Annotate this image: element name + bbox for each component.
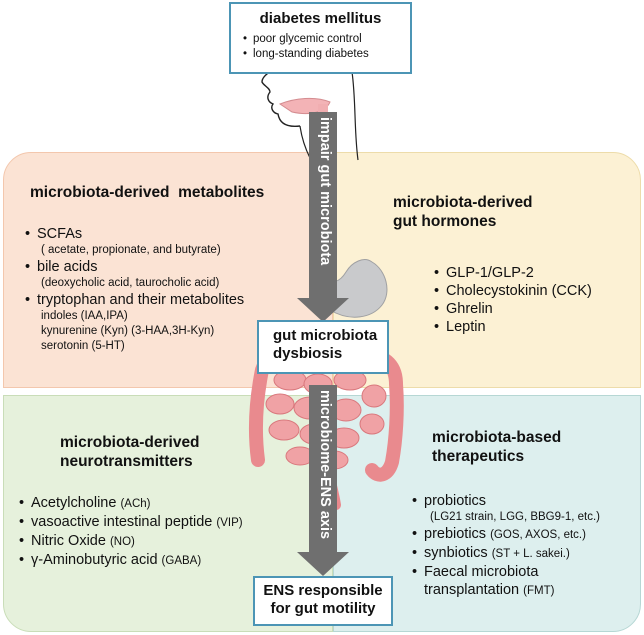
neck-line [299,125,311,159]
therapeutics-list: probiotics (LG21 strain, LGG, BBG9-1, et… [412,492,600,600]
hormones-title: microbiota-derived gut hormones [393,194,533,230]
arrow-upper-label: impair gut microbiota [317,117,333,266]
neurotransmitter-item: Acetylcholine (ACh) [19,494,243,513]
hormone-item: Leptin [434,318,592,336]
diabetes-item: long-standing diabetes [243,47,369,62]
metabolite-item: tryptophan and their metabolites indoles… [25,291,244,354]
dysbiosis-box: gut microbiota dysbiosis [257,320,389,374]
neurotransmitters-title: microbiota-derived neurotransmitters [60,434,200,470]
arrow-lower-head [297,552,349,576]
arrow-upper-shaft [309,112,337,300]
hormone-item: Cholecystokinin (CCK) [434,282,592,300]
metabolite-item: bile acids (deoxycholic acid, taurocholi… [25,258,244,291]
diabetes-box: diabetes mellitus poor glycemic control … [229,2,412,74]
ens-label: ENS responsible for gut motility [263,582,383,617]
arrow-lower-label: microbiome-ENS axis [317,390,333,540]
therapeutic-item: Faecal microbiota transplantation (FMT) [412,563,600,600]
metabolites-title: microbiota-derived metabolites [30,184,265,201]
hormones-list: GLP-1/GLP-2 Cholecystokinin (CCK) Ghreli… [434,264,592,336]
dysbiosis-label: gut microbiota dysbiosis [273,327,378,362]
metabolites-list: SCFAs ( acetate, propionate, and butyrat… [25,225,244,354]
neurotransmitters-list: Acetylcholine (ACh) vasoactive intestina… [19,494,243,570]
diabetes-list: poor glycemic control long-standing diab… [243,32,369,62]
therapeutic-item: prebiotics (GOS, AXOS, etc.) [412,525,600,544]
therapeutics-title: microbiota-based therapeutics [432,429,562,465]
therapeutic-item: synbiotics (ST + L. sakei.) [412,544,600,563]
hormone-item: Ghrelin [434,300,592,318]
back-neck-line [351,71,359,161]
neurotransmitter-item: Nitric Oxide (NO) [19,532,243,551]
therapeutic-item: probiotics (LG21 strain, LGG, BBG9-1, et… [412,492,600,525]
metabolite-item: SCFAs ( acetate, propionate, and butyrat… [25,225,244,258]
diabetes-item: poor glycemic control [243,32,369,47]
diabetes-title: diabetes mellitus [259,10,382,27]
hormone-item: GLP-1/GLP-2 [434,264,592,282]
arrow-upper-head [297,298,349,322]
ens-box: ENS responsible for gut motility [253,576,393,626]
neurotransmitter-item: γ-Aminobutyric acid (GABA) [19,551,243,570]
mouth-cavity [278,97,331,115]
arrow-lower-shaft [309,385,337,555]
neurotransmitter-item: vasoactive intestinal peptide (VIP) [19,513,243,532]
